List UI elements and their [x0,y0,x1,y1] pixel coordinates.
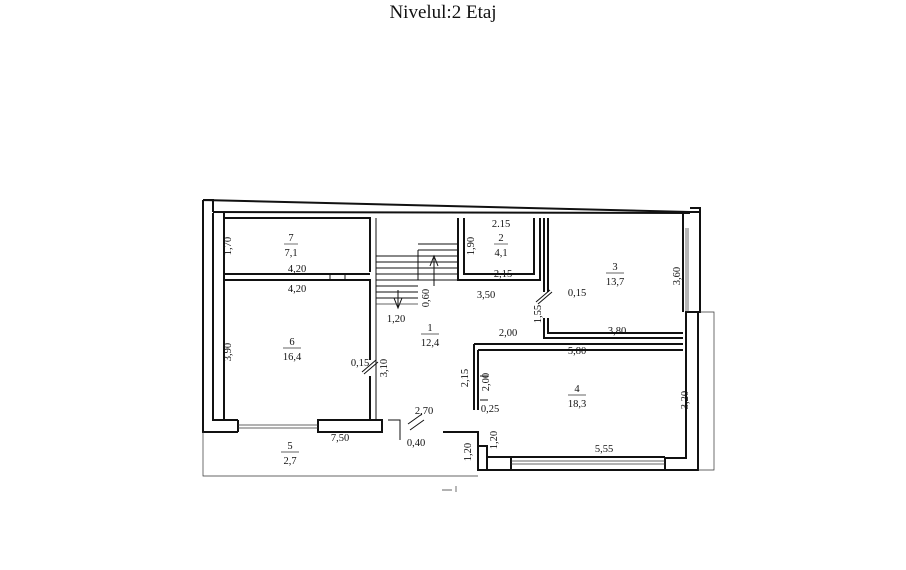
dim-entry-step-b: 1,20 [463,443,474,461]
dim-r3-door-height: 1,55 [533,305,544,323]
dim-r4-left-a: 2,15 [460,369,471,387]
room-4-area: 18,3 [568,399,586,410]
dim-r6-width: 4,20 [288,284,306,295]
dim-entry-step: 1,20 [489,431,500,449]
dim-r3-door: 0,15 [568,288,586,299]
staircase [376,243,458,310]
room-1-number: 1 [427,323,432,334]
room-5-number: 5 [287,441,292,452]
dim-r2-top: 2.15 [492,219,510,230]
plan-title: Nivelul:2 Etaj [389,2,497,23]
room-6-number: 6 [289,337,294,348]
dim-r6-door: 0,15 [351,358,369,369]
dim-entry-door: 0,40 [407,438,425,449]
dim-balcony-width: 7,50 [331,433,349,444]
room-2-area: 4,1 [494,248,507,259]
dim-r7-width: 4,20 [288,264,306,275]
dim-r6-height: 3,90 [223,343,234,361]
room-2-number: 2 [498,233,503,244]
dim-corridor-width: 3,50 [477,290,495,301]
dimension-labels: 1,70 4,20 4,20 3,90 0,15 3,10 2.15 1,90 … [223,219,691,461]
room-4-number: 4 [574,384,580,395]
dim-corridor-step: 2,00 [499,328,517,339]
room-3-area: 13,7 [606,277,624,288]
marks [442,486,457,492]
dim-r7-height: 1,70 [223,237,234,255]
outer-walls [202,199,715,477]
room-1-area: 12,4 [421,338,440,349]
room-7-area: 7,1 [284,248,297,259]
dim-r4-door: 0,25 [481,404,499,415]
interior-walls [224,217,683,457]
dim-r4-left-b: 2,00 [481,373,492,391]
room-3-number: 3 [612,262,617,273]
dim-r2-bottom: 2,15 [494,269,512,280]
dim-r3-height: 3,60 [672,267,683,285]
dim-r4-top: 5,80 [568,346,586,357]
dim-r1-door: 3,10 [379,359,390,377]
dim-r4-height: 3,20 [680,391,691,409]
dim-r4-bottom: 5,55 [595,444,613,455]
dim-r2-height: 1,90 [466,237,477,255]
room-6-area: 16,4 [283,352,302,363]
room-5-area: 2,7 [283,456,296,467]
dim-entry-width: 2,70 [415,406,433,417]
room-7-number: 7 [288,233,293,244]
dim-r3-width: 3,80 [608,326,626,337]
dim-stair-width: 1,20 [387,314,405,325]
room-labels: 7 7,1 2 4,1 3 13,7 6 16,4 1 12,4 4 18,3 … [281,233,624,467]
door-markers [361,289,553,440]
dim-stair-gap: 0,60 [421,289,432,307]
